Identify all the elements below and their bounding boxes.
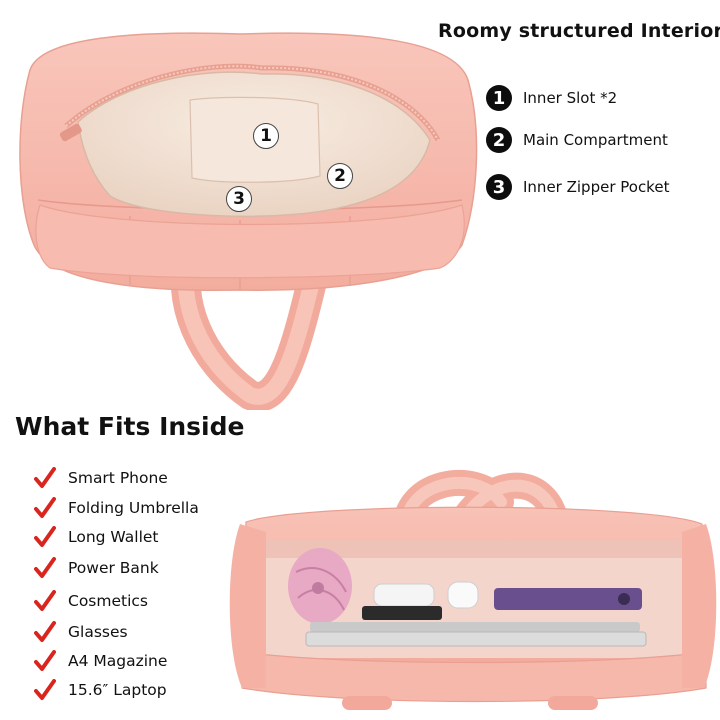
interior-title: Roomy structured Interior bbox=[438, 20, 720, 42]
fit-label: Power Bank bbox=[68, 559, 159, 577]
fit-label: Cosmetics bbox=[68, 592, 148, 610]
check-icon bbox=[34, 526, 56, 547]
bag-contents-photo bbox=[229, 469, 717, 710]
fit-item-folding-umbrella: Folding Umbrella bbox=[34, 495, 199, 521]
fit-label: 15.6″ Laptop bbox=[68, 681, 167, 699]
check-icon bbox=[34, 679, 56, 700]
fits-title: What Fits Inside bbox=[15, 412, 245, 441]
fit-item-long-wallet: Long Wallet bbox=[34, 524, 159, 550]
legend-item-inner-zipper-pocket: 3 Inner Zipper Pocket bbox=[486, 174, 669, 200]
check-icon bbox=[34, 557, 56, 578]
fit-label: A4 Magazine bbox=[68, 652, 168, 670]
legend-item-inner-slot: 1 Inner Slot *2 bbox=[486, 85, 617, 111]
legend-number-1: 1 bbox=[486, 85, 512, 111]
legend-number-2: 2 bbox=[486, 127, 512, 153]
legend-label-inner-zipper-pocket: Inner Zipper Pocket bbox=[523, 178, 670, 196]
fit-item-smart-phone: Smart Phone bbox=[34, 465, 168, 491]
fit-item-power-bank: Power Bank bbox=[34, 555, 159, 581]
fit-item-cosmetics: Cosmetics bbox=[34, 588, 148, 614]
bag-marker-1: 1 bbox=[253, 123, 279, 149]
fit-item-laptop: 15.6″ Laptop bbox=[34, 677, 167, 703]
bag-marker-2: 2 bbox=[327, 163, 353, 189]
legend-label-main-compartment: Main Compartment bbox=[523, 131, 668, 149]
fit-item-glasses: Glasses bbox=[34, 619, 128, 645]
bag-marker-3: 3 bbox=[226, 186, 252, 212]
check-icon bbox=[34, 621, 56, 642]
fit-label: Folding Umbrella bbox=[68, 499, 199, 517]
legend-label-inner-slot: Inner Slot *2 bbox=[523, 89, 618, 107]
fit-label: Long Wallet bbox=[68, 528, 159, 546]
check-icon bbox=[34, 467, 56, 488]
legend-item-main-compartment: 2 Main Compartment bbox=[486, 127, 668, 153]
check-icon bbox=[34, 590, 56, 611]
fit-item-a4-magazine: A4 Magazine bbox=[34, 648, 167, 674]
legend-number-3: 3 bbox=[486, 174, 512, 200]
umbrella-item bbox=[288, 548, 352, 624]
fit-label: Smart Phone bbox=[68, 469, 168, 487]
fit-label: Glasses bbox=[68, 623, 128, 641]
check-icon bbox=[34, 650, 56, 671]
check-icon bbox=[34, 497, 56, 518]
